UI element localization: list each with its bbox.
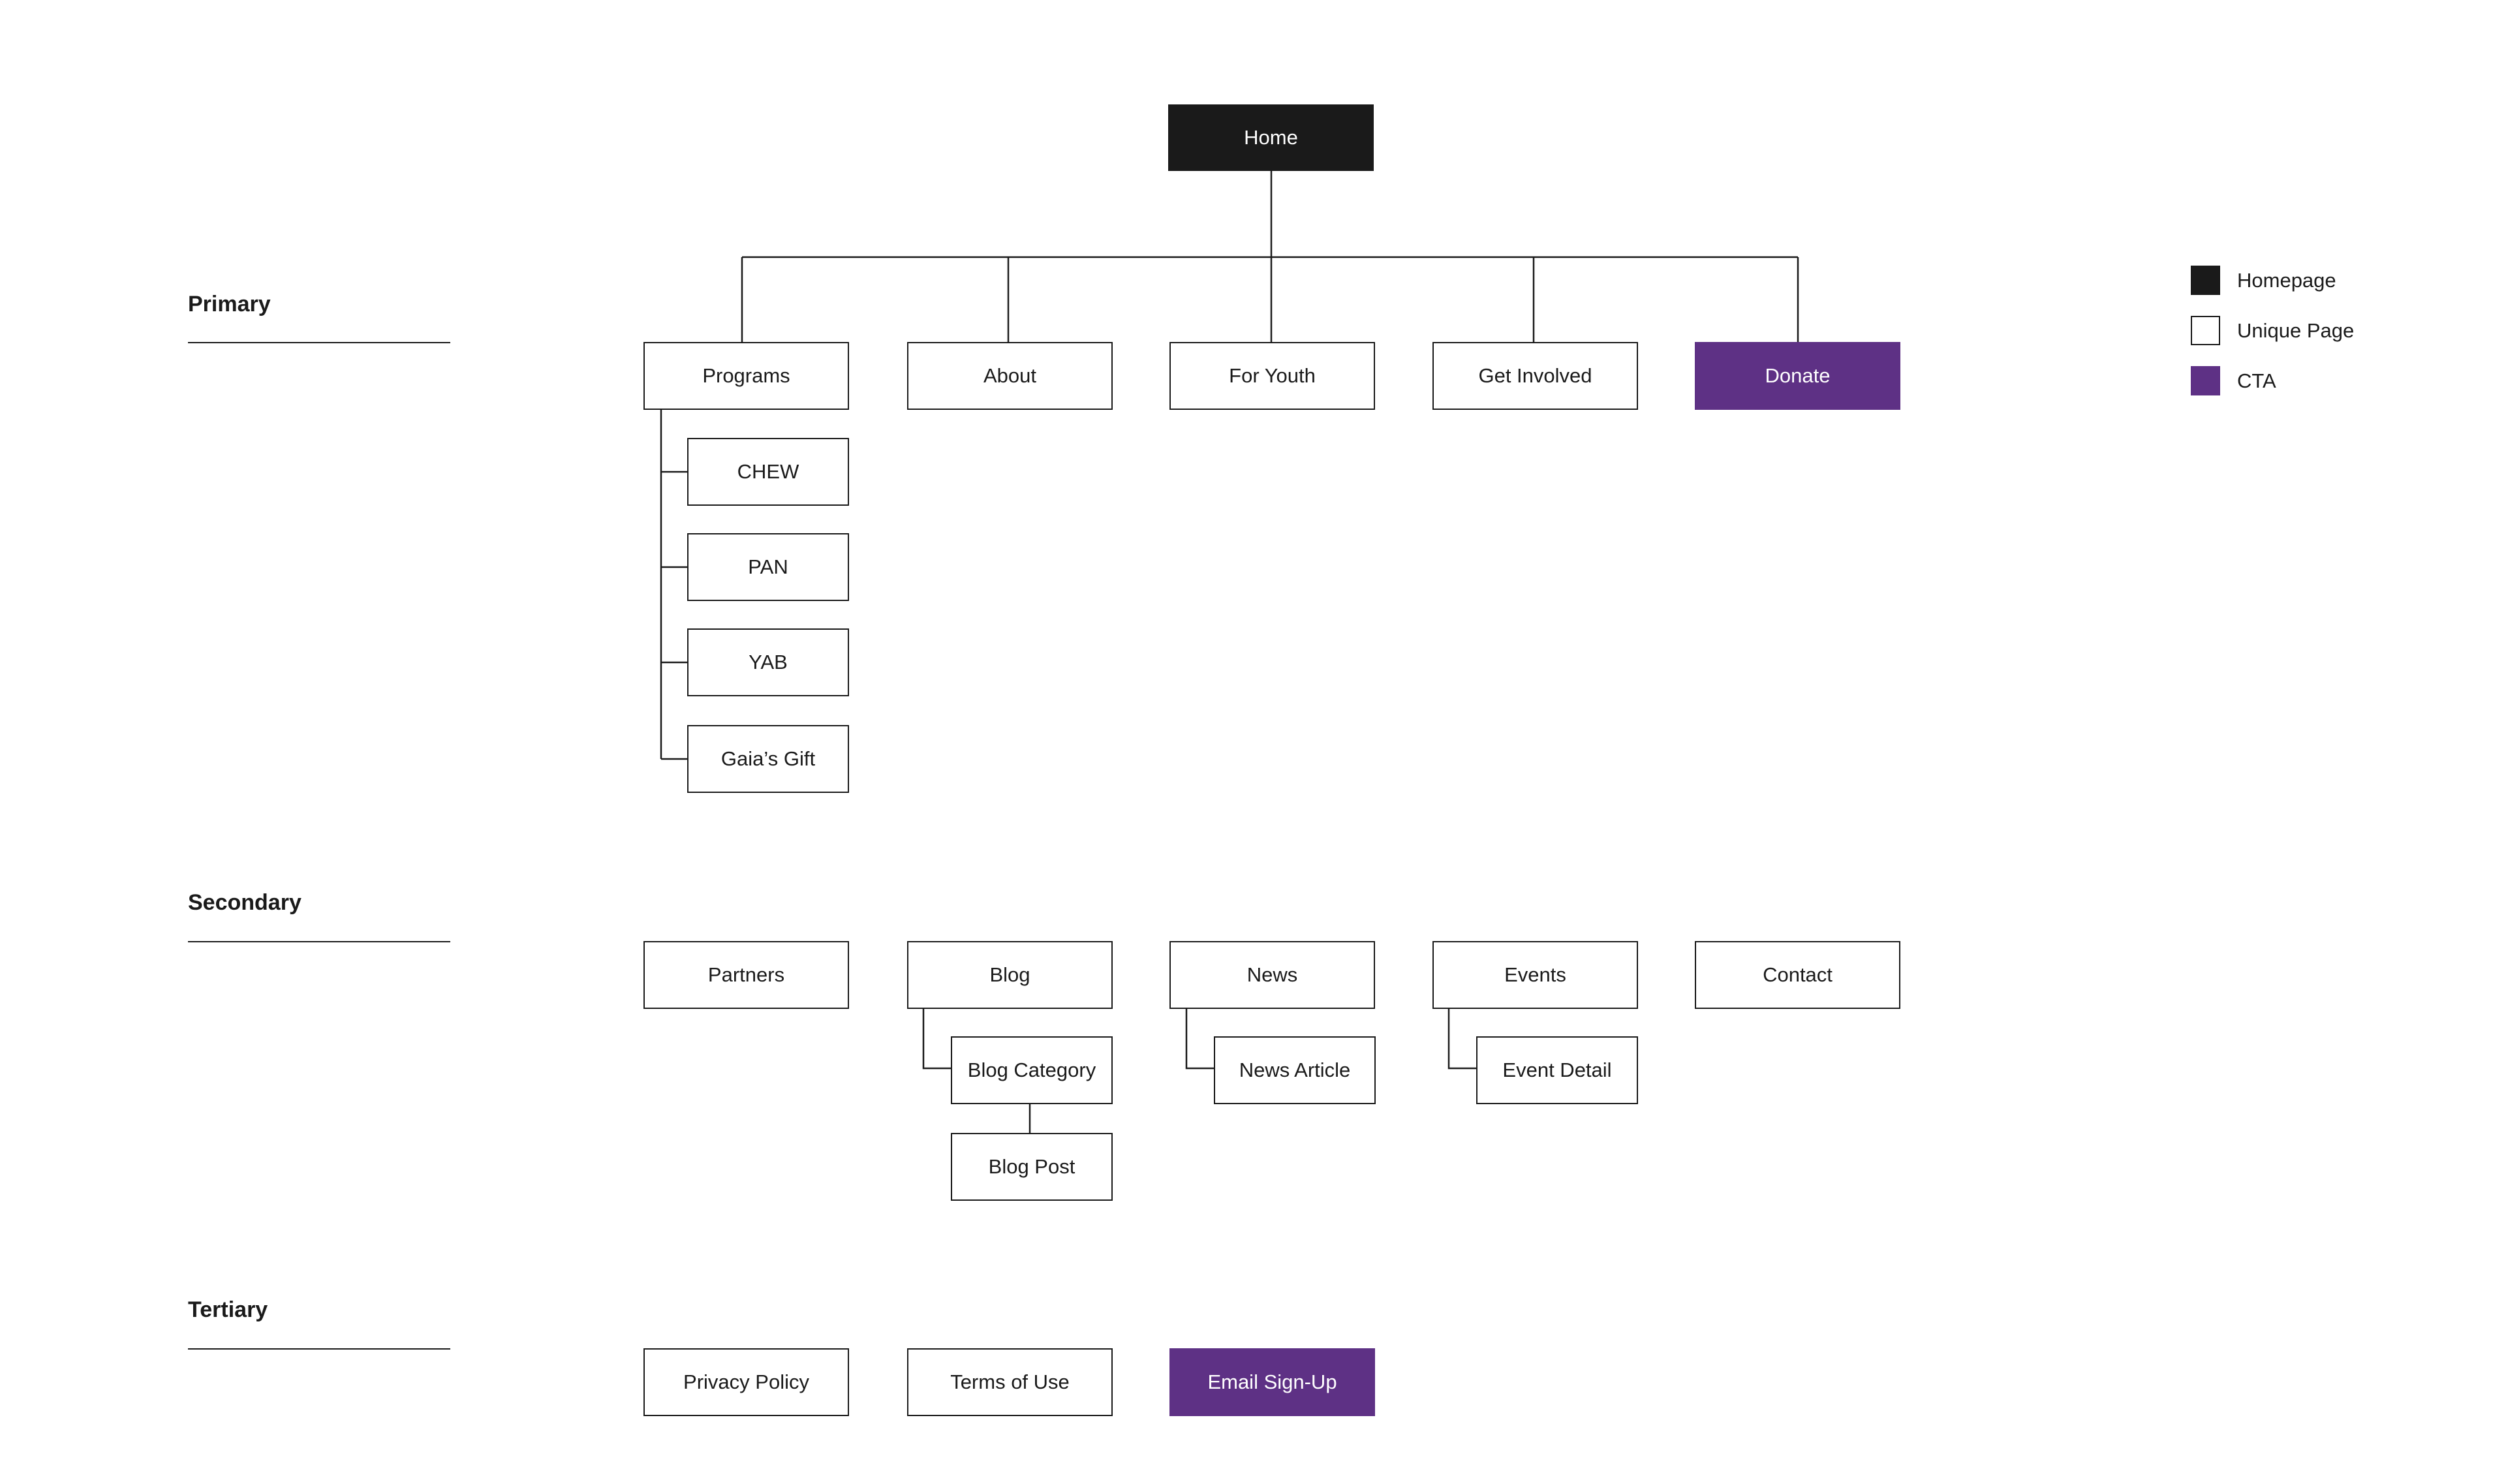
legend-swatch-cta: [2191, 366, 2220, 395]
node-home[interactable]: Home: [1168, 104, 1374, 171]
node-email-signup[interactable]: Email Sign-Up: [1169, 1348, 1375, 1416]
node-for-youth[interactable]: For Youth: [1169, 342, 1375, 410]
level-divider-tertiary: [188, 1348, 450, 1350]
legend-label-unique-page: Unique Page: [2237, 319, 2355, 342]
level-label-primary: Primary: [188, 292, 271, 317]
connector-event-detail: [1447, 1009, 1476, 1070]
node-blog-post[interactable]: Blog Post: [951, 1133, 1113, 1201]
node-blog-category[interactable]: Blog Category: [951, 1036, 1113, 1104]
level-divider-primary: [188, 342, 450, 343]
legend-swatch-homepage: [2191, 266, 2220, 295]
node-about[interactable]: About: [907, 342, 1113, 410]
node-get-involved[interactable]: Get Involved: [1432, 342, 1638, 410]
level-label-tertiary: Tertiary: [188, 1297, 268, 1322]
node-pan[interactable]: PAN: [687, 533, 849, 601]
node-donate[interactable]: Donate: [1695, 342, 1900, 410]
node-event-detail[interactable]: Event Detail: [1476, 1036, 1638, 1104]
legend-swatch-unique-page: [2191, 316, 2220, 345]
node-contact[interactable]: Contact: [1695, 941, 1900, 1009]
node-news-article[interactable]: News Article: [1214, 1036, 1376, 1104]
node-events[interactable]: Events: [1432, 941, 1638, 1009]
connector-news-article: [1185, 1009, 1214, 1070]
legend-label-homepage: Homepage: [2237, 269, 2336, 292]
level-divider-secondary: [188, 941, 450, 942]
node-news[interactable]: News: [1169, 941, 1375, 1009]
node-privacy-policy[interactable]: Privacy Policy: [643, 1348, 849, 1416]
node-gaias-gift[interactable]: Gaia’s Gift: [687, 725, 849, 793]
node-yab[interactable]: YAB: [687, 628, 849, 696]
node-terms-of-use[interactable]: Terms of Use: [907, 1348, 1113, 1416]
connector-blog-category: [922, 1009, 951, 1070]
level-label-secondary: Secondary: [188, 890, 302, 915]
node-partners[interactable]: Partners: [643, 941, 849, 1009]
node-chew[interactable]: CHEW: [687, 438, 849, 506]
legend-label-cta: CTA: [2237, 369, 2276, 392]
node-blog[interactable]: Blog: [907, 941, 1113, 1009]
node-programs[interactable]: Programs: [643, 342, 849, 410]
